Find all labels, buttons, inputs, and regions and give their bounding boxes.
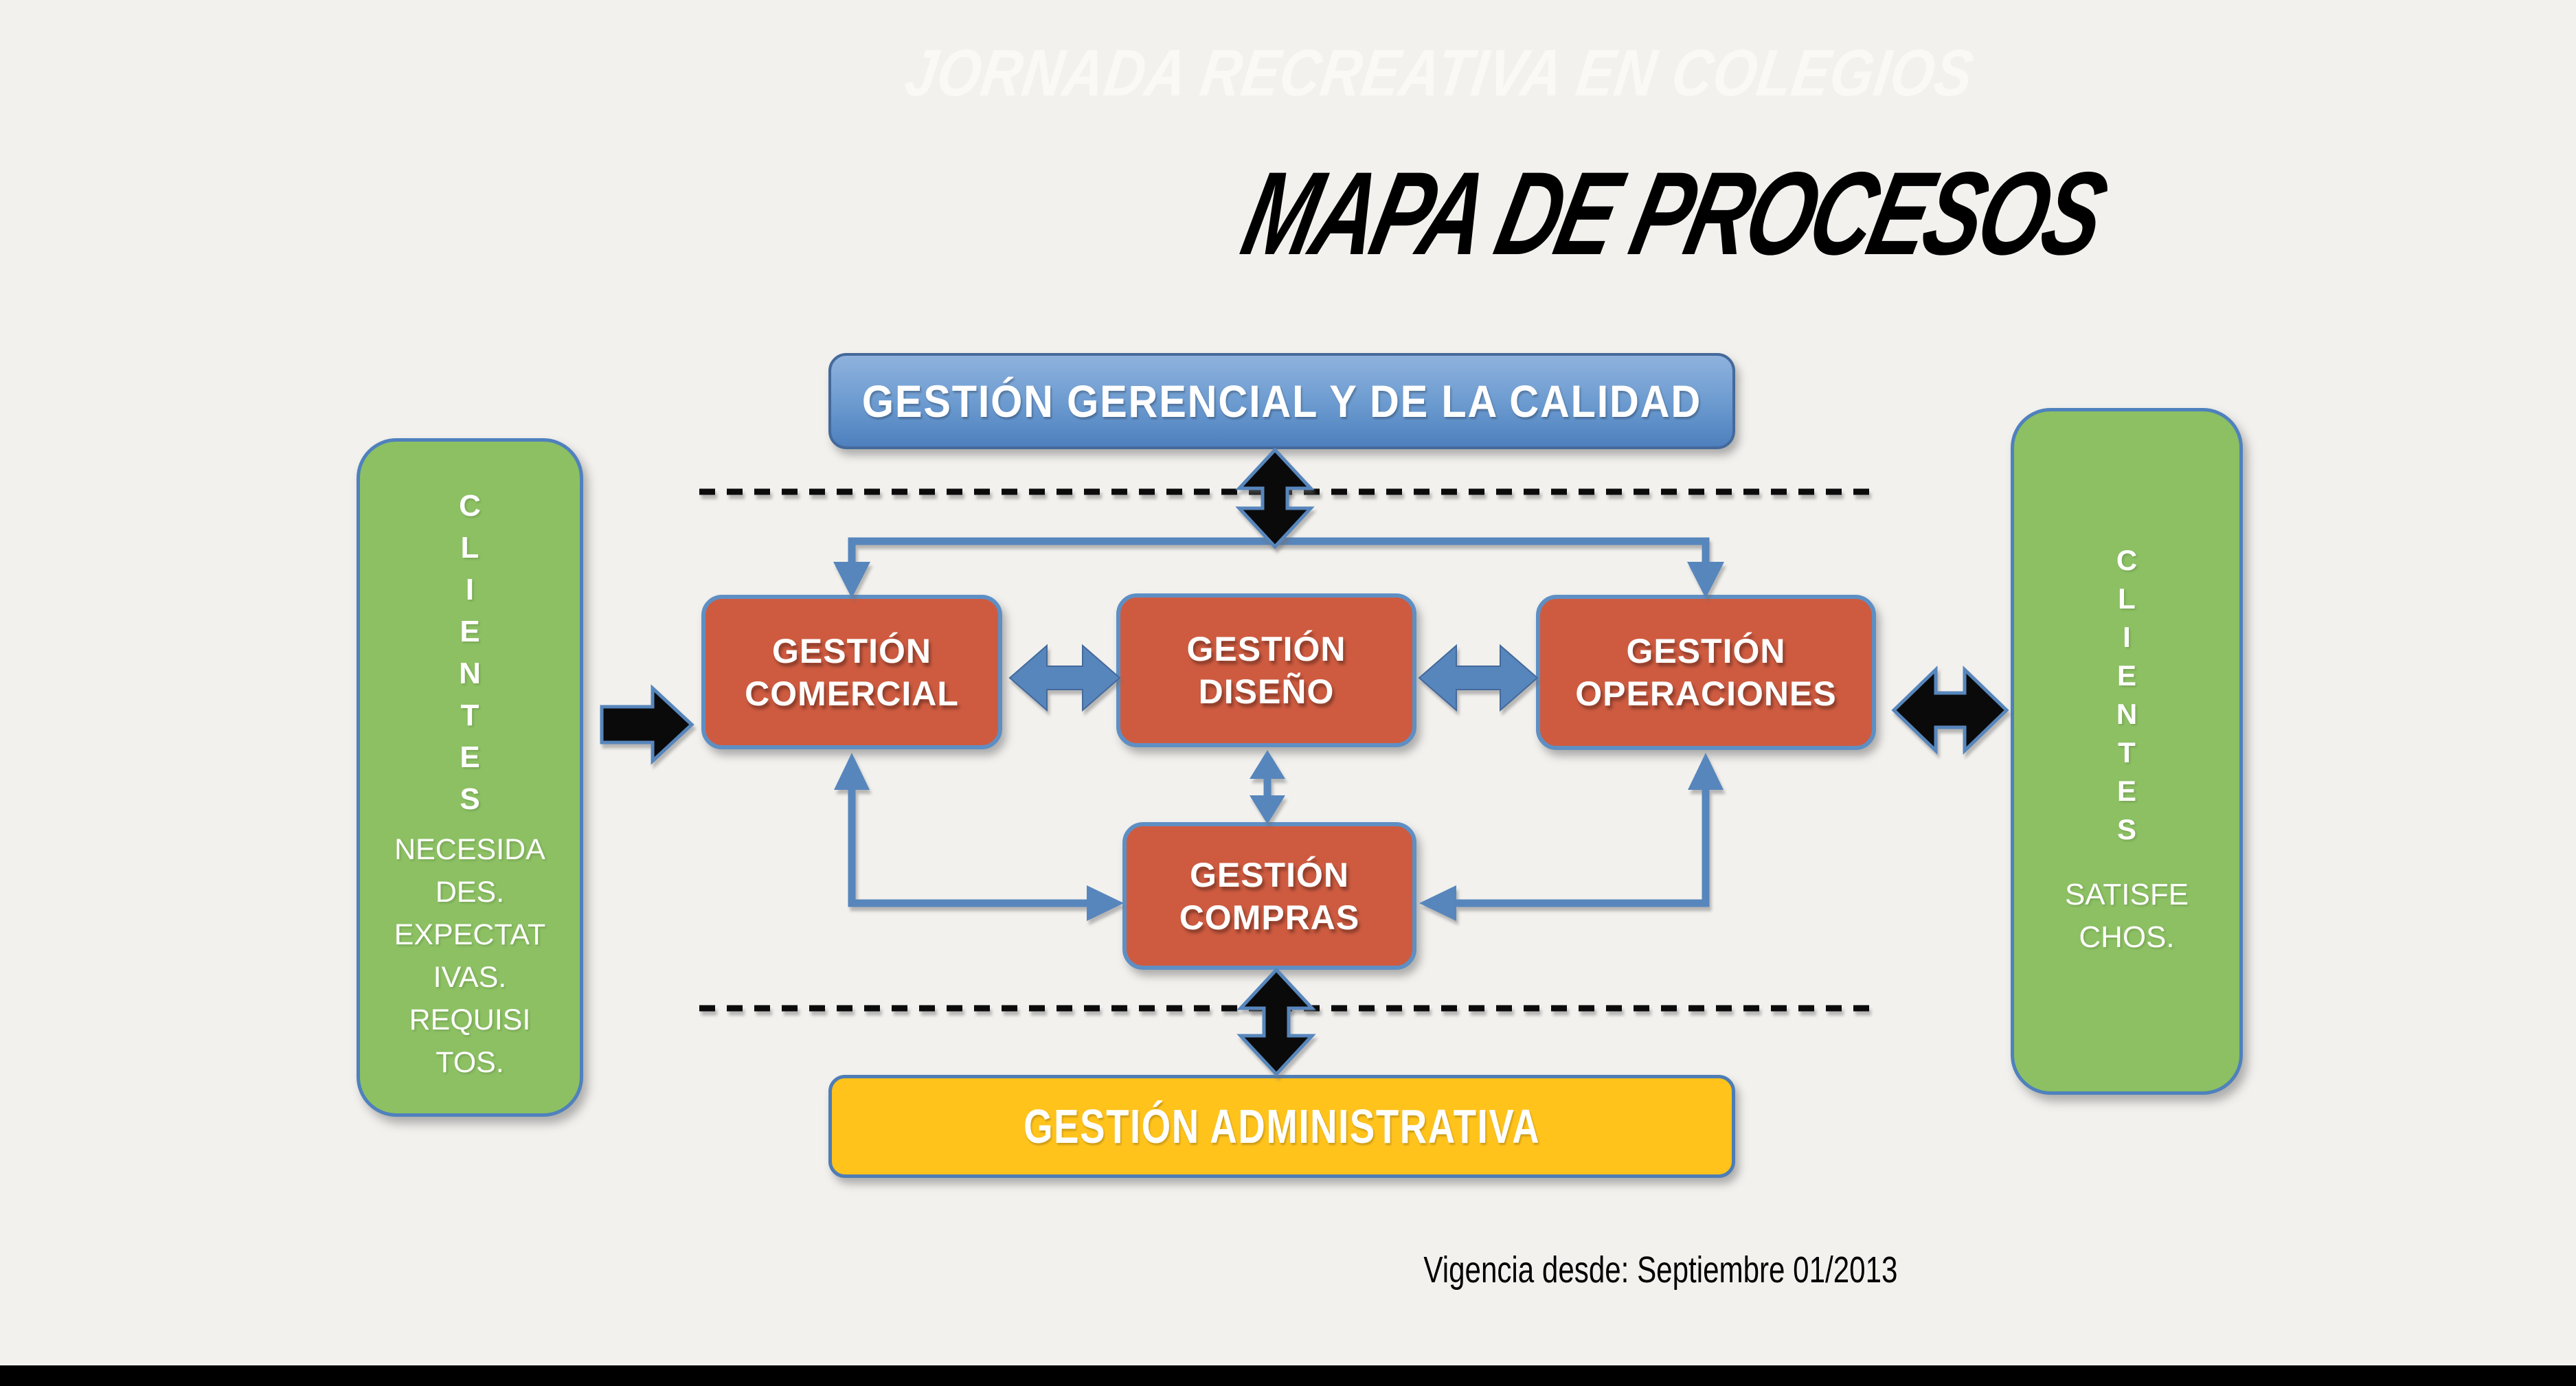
clientes-right-double-arrow — [1891, 666, 2009, 755]
text-line: T — [2118, 736, 2136, 769]
bottom-black-bar — [0, 1365, 2576, 1386]
top-connector-arrows — [833, 537, 1724, 598]
text-line: NECESIDA — [394, 833, 545, 866]
text-line: E — [460, 615, 480, 648]
text-line: I — [465, 573, 475, 606]
box-gestion-comercial: GESTIÓN COMERCIAL — [701, 595, 1002, 749]
box-gestion-comercial-label: GESTIÓN COMERCIAL — [745, 631, 959, 713]
text-line: E — [2116, 659, 2136, 692]
text-line: DES. — [435, 876, 505, 909]
text-line: EXPECTAT — [394, 918, 546, 951]
compras-administrativa-double-arrow — [1236, 967, 1316, 1077]
text-line: L — [2118, 582, 2136, 615]
box-gestion-administrativa-label: GESTIÓN ADMINISTRATIVA — [1023, 1100, 1541, 1153]
diseno-compras-double-arrow — [1250, 750, 1285, 824]
box-gestion-compras-label: GESTIÓN COMPRAS — [1179, 855, 1360, 937]
text-line: L — [460, 531, 479, 565]
operaciones-compras-connector — [1419, 753, 1724, 921]
box-gestion-operaciones: GESTIÓN OPERACIONES — [1536, 595, 1876, 750]
text-line: T — [460, 698, 479, 732]
text-line: N — [2116, 698, 2138, 730]
comercial-diseno-double-arrow — [1008, 644, 1121, 712]
text-line: S — [460, 782, 480, 816]
text-line: E — [460, 740, 480, 774]
text-line: REQUISI — [409, 1003, 531, 1036]
box-gestion-gerencial: GESTIÓN GERENCIAL Y DE LA CALIDAD — [828, 353, 1735, 449]
clientes-right-body: SATISFE CHOS. — [2011, 874, 2243, 959]
box-gestion-gerencial-label: GESTIÓN GERENCIAL Y DE LA CALIDAD — [861, 376, 1702, 427]
text-line: IVAS. — [433, 961, 507, 994]
diseno-operaciones-double-arrow — [1418, 644, 1539, 712]
box-gestion-compras: GESTIÓN COMPRAS — [1122, 822, 1416, 970]
text-line: S — [2116, 813, 2136, 845]
text-line: N — [459, 657, 481, 690]
clientes-left-input-arrow — [600, 684, 694, 765]
text-line: CHOS. — [2079, 920, 2175, 954]
panel-clientes-left — [357, 438, 583, 1117]
text-line: E — [2116, 775, 2136, 807]
gerencial-core-double-arrow — [1235, 447, 1315, 549]
page-title: MAPA DE PROCESOS — [1232, 148, 2116, 280]
comercial-compras-connector — [834, 753, 1124, 921]
box-gestion-administrativa: GESTIÓN ADMINISTRATIVA — [828, 1075, 1735, 1178]
validity-note: Vigencia desde: Septiembre 01/2013 — [1423, 1249, 1898, 1291]
box-gestion-operaciones-label: GESTIÓN OPERACIONES — [1575, 632, 1837, 713]
panel-clientes-right — [2011, 408, 2243, 1095]
text-line: C — [459, 489, 481, 523]
watermark-title: JORNADA RECREATIVA EN COLEGIOS — [901, 36, 1978, 110]
clientes-left-body: NECESIDA DES. EXPECTAT IVAS. REQUISI TOS. — [357, 828, 583, 1084]
box-gestion-diseno: GESTIÓN DISEÑO — [1116, 593, 1416, 747]
text-line: I — [2123, 621, 2131, 653]
text-line: SATISFE — [2064, 878, 2189, 911]
box-gestion-diseno-label: GESTIÓN DISEÑO — [1186, 630, 1346, 711]
text-line: TOS. — [436, 1046, 504, 1079]
text-line: C — [2116, 544, 2138, 576]
